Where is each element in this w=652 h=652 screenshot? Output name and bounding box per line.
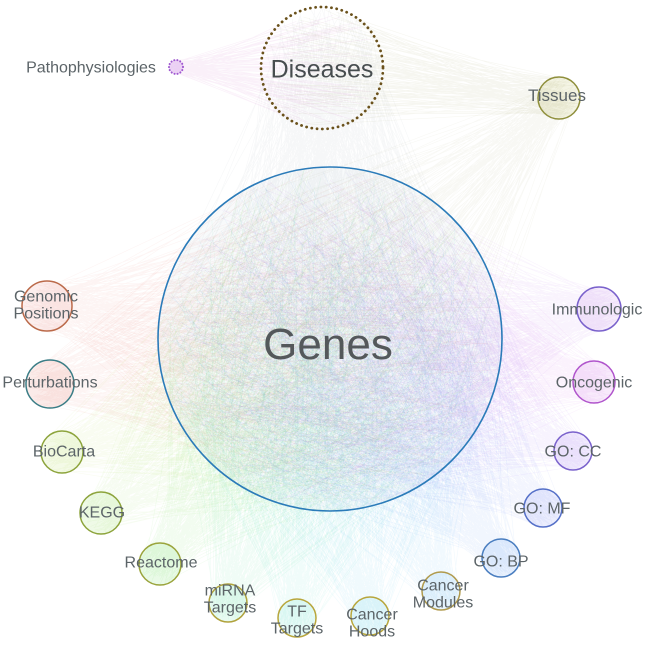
- edge-bundle-diseases-pathophysiologies: [169, 15, 372, 126]
- edge-bundle-genes-kegg: [81, 173, 478, 534]
- edge-bundle-genes-go-bp: [167, 171, 521, 576]
- edge-bundle-genes-mirna-targets: [162, 169, 492, 620]
- node-biocarta-circle[interactable]: [40, 430, 84, 474]
- edge-bundle-genes-genomic-positions: [23, 167, 493, 510]
- edge-bundle-genes-perturbations: [28, 175, 499, 500]
- edge-bundle-genes-tf-targets: [162, 187, 480, 636]
- node-perturbations-circle[interactable]: [25, 359, 75, 409]
- node-kegg-circle[interactable]: [79, 491, 123, 535]
- node-immunologic-circle[interactable]: [576, 286, 622, 332]
- node-oncogenic-circle[interactable]: [572, 360, 616, 404]
- node-mirna-targets-circle[interactable]: [208, 583, 248, 623]
- node-tf-targets-circle[interactable]: [277, 598, 317, 638]
- edge-bundle-genes-tissues: [161, 76, 579, 507]
- node-tissues-circle[interactable]: [537, 76, 581, 120]
- edge-bundle-diseases-tissues: [266, 9, 580, 126]
- node-diseases-circle[interactable]: [259, 5, 385, 131]
- node-go-cc-circle[interactable]: [553, 431, 593, 471]
- edge-bundle-genes-go-cc: [171, 172, 593, 509]
- node-genes-circle[interactable]: [157, 166, 503, 512]
- edge-bundle-genes-immunologic: [171, 173, 620, 503]
- edge-bundle-genes-go-mf: [164, 172, 562, 527]
- node-genomic-positions-circle[interactable]: [21, 280, 73, 332]
- edge-bundle-genes-biocarta: [42, 170, 485, 509]
- edge-bundle-genes-reactome: [138, 169, 493, 585]
- node-cancer-modules-circle[interactable]: [421, 571, 461, 611]
- edge-bundle-genes-oncogenic: [171, 179, 615, 502]
- edge-bundle-genes-diseases: [158, 7, 496, 507]
- node-go-mf-circle[interactable]: [523, 488, 563, 528]
- node-reactome-circle[interactable]: [138, 542, 182, 586]
- edge-bundle-genes-cancer-modules: [160, 181, 493, 610]
- node-go-bp-circle[interactable]: [481, 538, 521, 578]
- node-pathophysiologies-circle[interactable]: [168, 59, 184, 75]
- node-cancer-hoods-circle[interactable]: [350, 596, 390, 636]
